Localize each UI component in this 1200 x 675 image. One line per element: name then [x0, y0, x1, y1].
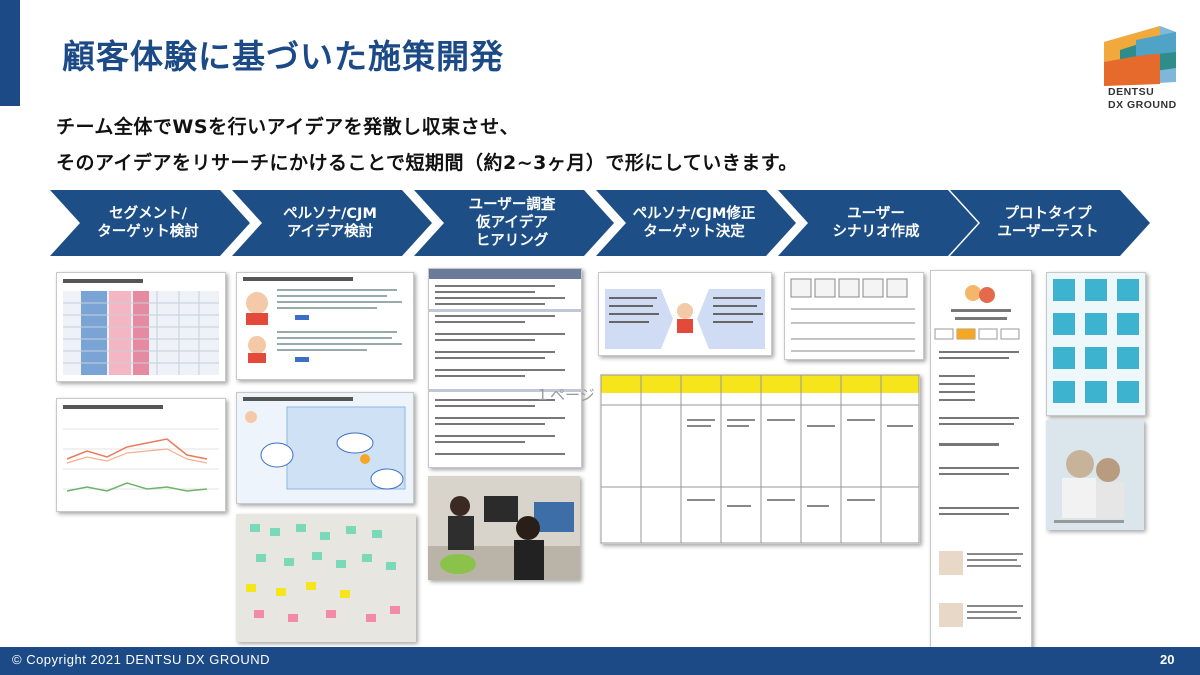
interview-session-photo: [428, 476, 580, 580]
prototype-icons-thumbnail: [1046, 272, 1146, 416]
logo-wordmark: DENTSU DX GROUND: [1108, 86, 1177, 112]
process-step-label: ペルソナ/CJM修正 ターゲット決定: [632, 206, 756, 240]
process-flow: セグメント/ ターゲット検討 ペルソナ/CJM アイデア検討 ユーザー調査 仮ア…: [50, 190, 1150, 256]
title-accent-bar: [0, 0, 20, 106]
footer-bar: [0, 647, 1200, 675]
lead-text-line1: チーム全体でWSを行いアイデアを発散し収束させ、: [56, 116, 520, 138]
persona-doc-thumbnail: [236, 272, 414, 380]
process-step-6: プロトタイプ ユーザーテスト: [950, 190, 1150, 256]
cjm-thumbnail: [236, 392, 414, 504]
sticky-notes-photo: [236, 514, 416, 642]
cjm-revised-table-thumbnail: [600, 374, 920, 544]
prototype-family-photo: [1046, 420, 1144, 530]
process-step-label: プロトタイプ ユーザーテスト: [997, 206, 1099, 240]
segment-table-thumbnail: [56, 272, 226, 382]
page-count-note: １ページ: [535, 386, 595, 404]
dentsu-dx-ground-logo: [1104, 26, 1176, 86]
logo-line2: DX GROUND: [1108, 99, 1177, 111]
process-step-2: ペルソナ/CJM アイデア検討: [232, 190, 432, 256]
logo-line1: DENTSU: [1108, 86, 1155, 98]
process-step-label: セグメント/ ターゲット検討: [97, 206, 199, 240]
line-chart-thumbnail: [56, 398, 226, 512]
persona-compare-thumbnail: [598, 272, 772, 356]
process-step-label: ペルソナ/CJM アイデア検討: [283, 206, 377, 240]
process-step-label: ユーザー調査 仮アイデア ヒアリング: [468, 197, 556, 249]
slide-title: 顧客体験に基づいた施策開発: [62, 37, 504, 76]
lead-text-line2: そのアイデアをリサーチにかけることで短期間（約2~3ヶ月）で形にしていきます。: [56, 152, 798, 174]
process-step-1: セグメント/ ターゲット検討: [50, 190, 250, 256]
process-step-3: ユーザー調査 仮アイデア ヒアリング: [414, 190, 614, 256]
scenario-article-thumbnail: [930, 270, 1032, 654]
process-step-4: ペルソナ/CJM修正 ターゲット決定: [596, 190, 796, 256]
copyright-text: © Copyright 2021 DENTSU DX GROUND: [12, 652, 270, 667]
scenario-storyboard-thumbnail: [784, 272, 924, 360]
page-number: 20: [1160, 652, 1175, 667]
process-step-5: ユーザー シナリオ作成: [778, 190, 978, 256]
process-step-label: ユーザー シナリオ作成: [832, 206, 920, 240]
interview-script-thumbnail: [428, 268, 582, 468]
